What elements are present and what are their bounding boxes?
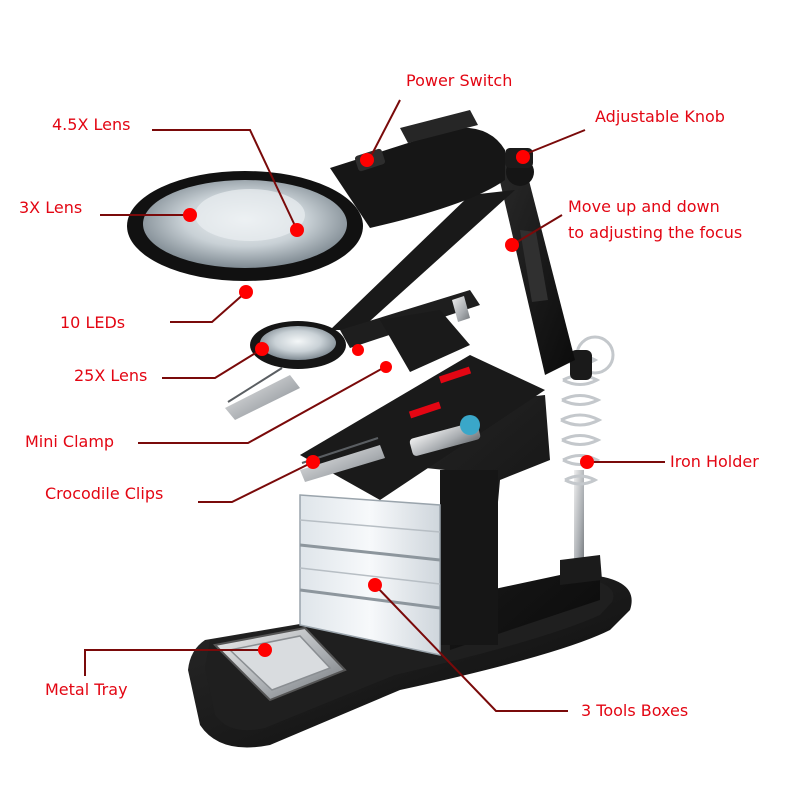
dot-4-5x xyxy=(290,223,304,237)
label-mini-clamp: Mini Clamp xyxy=(25,432,115,451)
leader-focus xyxy=(511,214,563,246)
stand-side-panel xyxy=(440,470,498,645)
leader-25x xyxy=(162,348,263,379)
label-3-tools-boxes: 3 Tools Boxes xyxy=(581,701,689,720)
crocodile-clips xyxy=(225,366,481,482)
label-focus-line1: Move up and down xyxy=(568,197,720,216)
small-lens-assembly xyxy=(250,290,480,372)
label-iron-holder: Iron Holder xyxy=(670,452,759,471)
dot-tools-boxes xyxy=(368,578,382,592)
iron-holder xyxy=(560,335,615,585)
dot-iron-holder xyxy=(580,455,594,469)
dot-mini-clamp-b xyxy=(380,361,392,373)
label-3x-lens: 3X Lens xyxy=(19,198,83,217)
dot-crocodile xyxy=(306,455,320,469)
label-adjustable-knob: Adjustable Knob xyxy=(595,107,725,126)
leader-10-leds xyxy=(170,291,247,323)
label-focus-line2: to adjusting the focus xyxy=(568,223,743,242)
dot-focus xyxy=(505,238,519,252)
label-crocodile-clips: Crocodile Clips xyxy=(45,484,164,503)
leader-adjustable-knob xyxy=(522,129,586,156)
leader-tools-boxes xyxy=(374,584,568,712)
leader-metal-tray xyxy=(84,649,265,676)
arm-assembly xyxy=(330,148,575,375)
magnifier-head xyxy=(127,110,505,281)
leader-crocodile xyxy=(198,461,314,503)
label-4-5x-lens: 4.5X Lens xyxy=(52,115,131,134)
leader-4-5x xyxy=(152,129,298,231)
dot-mini-clamp-a xyxy=(352,344,364,356)
label-25x-lens: 25X Lens xyxy=(74,366,148,385)
leader-mini-clamp xyxy=(138,366,386,444)
dot-25x xyxy=(255,342,269,356)
dot-3x xyxy=(183,208,197,222)
leader-power-switch xyxy=(369,99,401,159)
dot-adjustable-knob xyxy=(516,150,530,164)
label-power-switch: Power Switch xyxy=(406,71,513,90)
dot-metal-tray xyxy=(258,643,272,657)
dot-power-switch xyxy=(360,153,374,167)
label-metal-tray: Metal Tray xyxy=(45,680,128,699)
label-10-leds: 10 LEDs xyxy=(60,313,126,332)
dot-10-leds xyxy=(239,285,253,299)
